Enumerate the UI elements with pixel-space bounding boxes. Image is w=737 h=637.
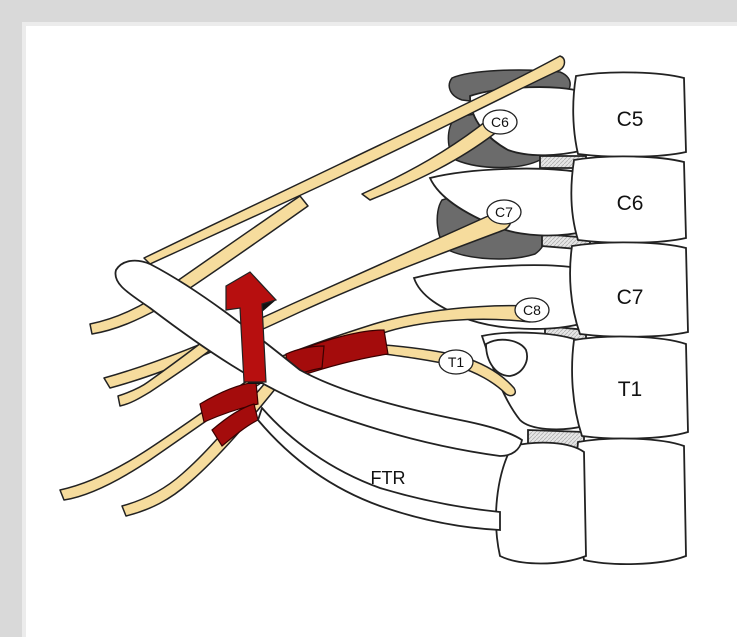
vertebral-body-t2: [576, 439, 686, 565]
vertebra-label-c7: C7: [617, 286, 644, 309]
rib-head-t2: [496, 443, 586, 564]
root-label-c8: C8: [523, 302, 541, 318]
ftr-label: FTR: [371, 468, 406, 488]
vertebra-label-c5: C5: [617, 108, 644, 131]
root-label-c7: C7: [495, 204, 513, 220]
vertebra-label-t1: T1: [618, 378, 643, 401]
root-label-t1: T1: [448, 354, 465, 370]
root-label-c6: C6: [491, 114, 509, 130]
vertebra-label-c6: C6: [617, 192, 644, 215]
